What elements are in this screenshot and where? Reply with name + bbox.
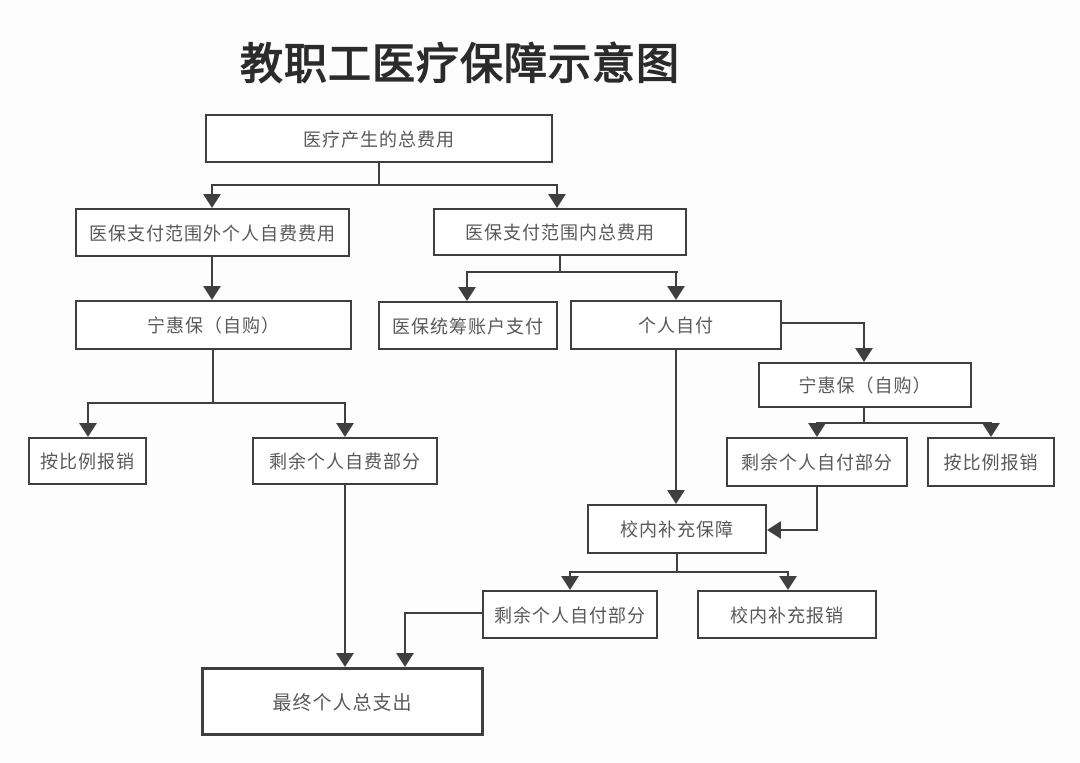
arrow-into-remaining-self-pay-bottom-icon: [561, 576, 579, 590]
node-school-supplement-reimburse: 校内补充报销: [697, 590, 877, 639]
edge-remaining-bottom-to-final-v-line: [404, 612, 406, 654]
arrow-into-proportional-right-icon: [982, 423, 1000, 437]
node-total-cost: 医疗产生的总费用: [205, 114, 553, 163]
edge-total-to-in-scope-line: [556, 184, 558, 196]
arrow-into-self-pay-icon: [667, 286, 685, 300]
arrow-into-school-reimburse-icon: [779, 576, 797, 590]
node-remaining-self-pay-bottom: 剩余个人自付部分: [482, 590, 658, 639]
edge-remaining-self-funded-to-final-line: [344, 485, 346, 654]
arrow-into-school-supplement-right-icon: [767, 521, 781, 539]
edge-self-pay-to-ninghuibao-h-line: [782, 322, 865, 324]
edge-total-branch-line: [211, 184, 558, 186]
node-ninghuibao-right: 宁惠保（自购）: [758, 362, 972, 408]
arrow-into-proportional-left-icon: [79, 423, 97, 437]
node-pooled-account-pay: 医保统筹账户支付: [378, 301, 558, 350]
node-school-supplement-guarantee: 校内补充保障: [587, 504, 767, 554]
arrow-into-final-right-icon: [396, 653, 414, 667]
node-final-total-expense: 最终个人总支出: [201, 667, 484, 736]
edge-in-scope-branch-line: [466, 271, 678, 273]
arrow-into-final-left-icon: [336, 653, 354, 667]
arrow-into-ninghuibao-left-icon: [203, 286, 221, 300]
arrow-into-in-scope-icon: [548, 194, 566, 208]
node-ninghuibao-left: 宁惠保（自购）: [75, 300, 352, 350]
edge-total-stem-line: [378, 163, 380, 186]
edge-school-supplement-branch-line: [569, 571, 788, 573]
node-proportional-reimburse-left: 按比例报销: [28, 437, 147, 485]
node-proportional-reimburse-right: 按比例报销: [927, 437, 1055, 487]
edge-self-pay-to-school-supplement-line: [675, 350, 677, 491]
node-out-of-scope-self-funded: 医保支付范围外个人自费费用: [75, 208, 350, 257]
edge-out-of-scope-to-ninghuibao-line: [211, 257, 213, 287]
edge-remaining-right-to-supplement-h-line: [779, 529, 818, 531]
edge-ninghuibao-right-stem-line: [863, 408, 865, 424]
arrow-into-pooled-account-icon: [458, 287, 476, 301]
edge-in-scope-stem-line: [559, 256, 561, 273]
edge-in-scope-to-pooled-line: [466, 271, 468, 288]
edge-ninghuibao-right-branch-line: [816, 422, 992, 424]
node-in-scope-total: 医保支付范围内总费用: [433, 208, 687, 256]
node-remaining-self-funded: 剩余个人自费部分: [252, 437, 438, 485]
arrow-into-remaining-self-pay-right-icon: [808, 423, 826, 437]
page-title: 教职工医疗保障示意图: [240, 41, 680, 89]
edge-in-scope-to-self-pay-line: [675, 271, 677, 287]
edge-to-school-reimburse-line: [787, 571, 789, 578]
edge-self-pay-to-ninghuibao-v-line: [863, 322, 865, 349]
edge-to-remaining-self-pay-bottom-line: [569, 571, 571, 578]
arrow-into-out-of-scope-icon: [203, 194, 221, 208]
edge-total-to-out-of-scope-line: [211, 184, 213, 196]
node-remaining-self-pay-right: 剩余个人自付部分: [726, 437, 908, 487]
edge-ninghuibao-left-stem-line: [212, 350, 214, 404]
arrow-into-school-supplement-icon: [667, 490, 685, 504]
edge-remaining-bottom-to-final-h-line: [404, 612, 482, 614]
edge-to-proportional-left-line: [87, 402, 89, 424]
edge-school-supplement-stem-line: [676, 554, 678, 573]
arrow-into-remaining-self-funded-icon: [336, 423, 354, 437]
arrow-into-ninghuibao-right-icon: [855, 348, 873, 362]
edge-ninghuibao-left-branch-line: [87, 402, 346, 404]
node-self-pay: 个人自付: [570, 300, 782, 350]
edge-to-remaining-self-funded-line: [344, 402, 346, 424]
edge-remaining-right-to-supplement-v-line: [816, 487, 818, 531]
